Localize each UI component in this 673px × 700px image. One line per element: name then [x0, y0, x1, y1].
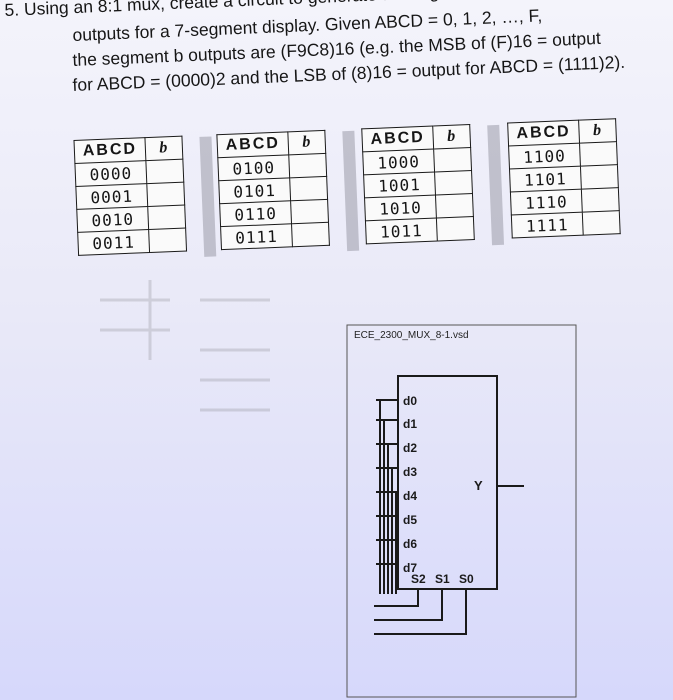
input-label-d5: d5 — [403, 513, 417, 527]
input-label-d6: d6 — [403, 537, 417, 551]
input-label-d1: d1 — [403, 417, 417, 431]
output-label-y: Y — [474, 478, 483, 493]
select-label-s1: S1 — [435, 572, 450, 586]
select-wires — [374, 589, 467, 635]
input-label-d3: d3 — [403, 465, 417, 479]
input-wires — [376, 399, 398, 594]
input-label-d0: d0 — [403, 394, 417, 408]
input-label-d4: d4 — [403, 489, 417, 503]
select-label-s0: S0 — [459, 572, 474, 586]
input-label-d7: d7 — [403, 561, 417, 575]
select-label-s2: S2 — [411, 572, 426, 586]
diagram-frame — [346, 324, 577, 698]
input-label-d2: d2 — [403, 441, 417, 455]
diagram-filename: ECE_2300_MUX_8-1.vsd — [354, 330, 469, 341]
mux-body — [397, 375, 498, 590]
